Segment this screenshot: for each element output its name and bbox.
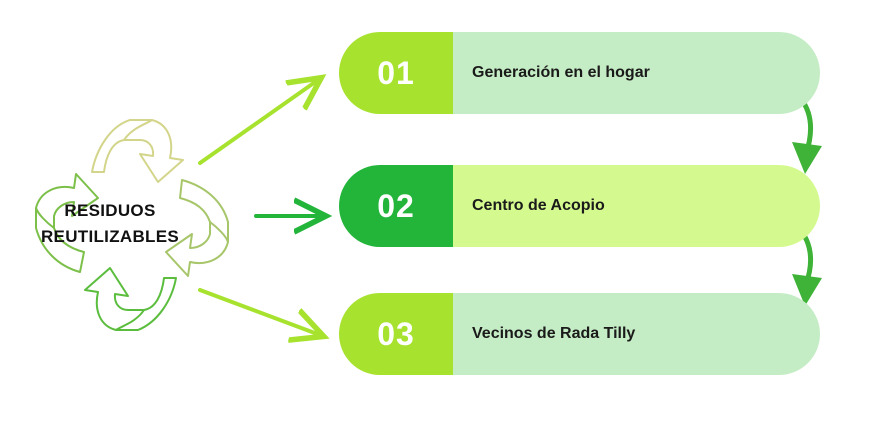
recycle-arrow-bottom xyxy=(84,267,177,331)
step-01-label: Generación en el hogar xyxy=(453,32,820,114)
step-03-label: Vecinos de Rada Tilly xyxy=(453,293,820,375)
center-label-line2: REUTILIZABLES xyxy=(40,227,179,246)
recycle-arrow-top xyxy=(91,119,184,183)
recycle-icon xyxy=(35,119,229,331)
arrow-to-step-01 xyxy=(198,80,318,165)
recycle-arrow-right xyxy=(165,179,229,277)
step-02: 02 Centro de Acopio xyxy=(339,165,820,247)
step-03-number: 03 xyxy=(339,293,453,375)
center-label: RESIDUOS REUTILIZABLES xyxy=(40,198,180,250)
step-03: 03 Vecinos de Rada Tilly xyxy=(339,293,820,375)
step-01-number: 01 xyxy=(339,32,453,114)
center-label-line1: RESIDUOS xyxy=(64,201,156,220)
step-01: 01 Generación en el hogar xyxy=(339,32,820,114)
step-02-number: 02 xyxy=(339,165,453,247)
step-02-label: Centro de Acopio xyxy=(453,165,820,247)
recycle-arrow-left xyxy=(35,173,99,273)
arrow-to-step-03 xyxy=(198,288,320,335)
